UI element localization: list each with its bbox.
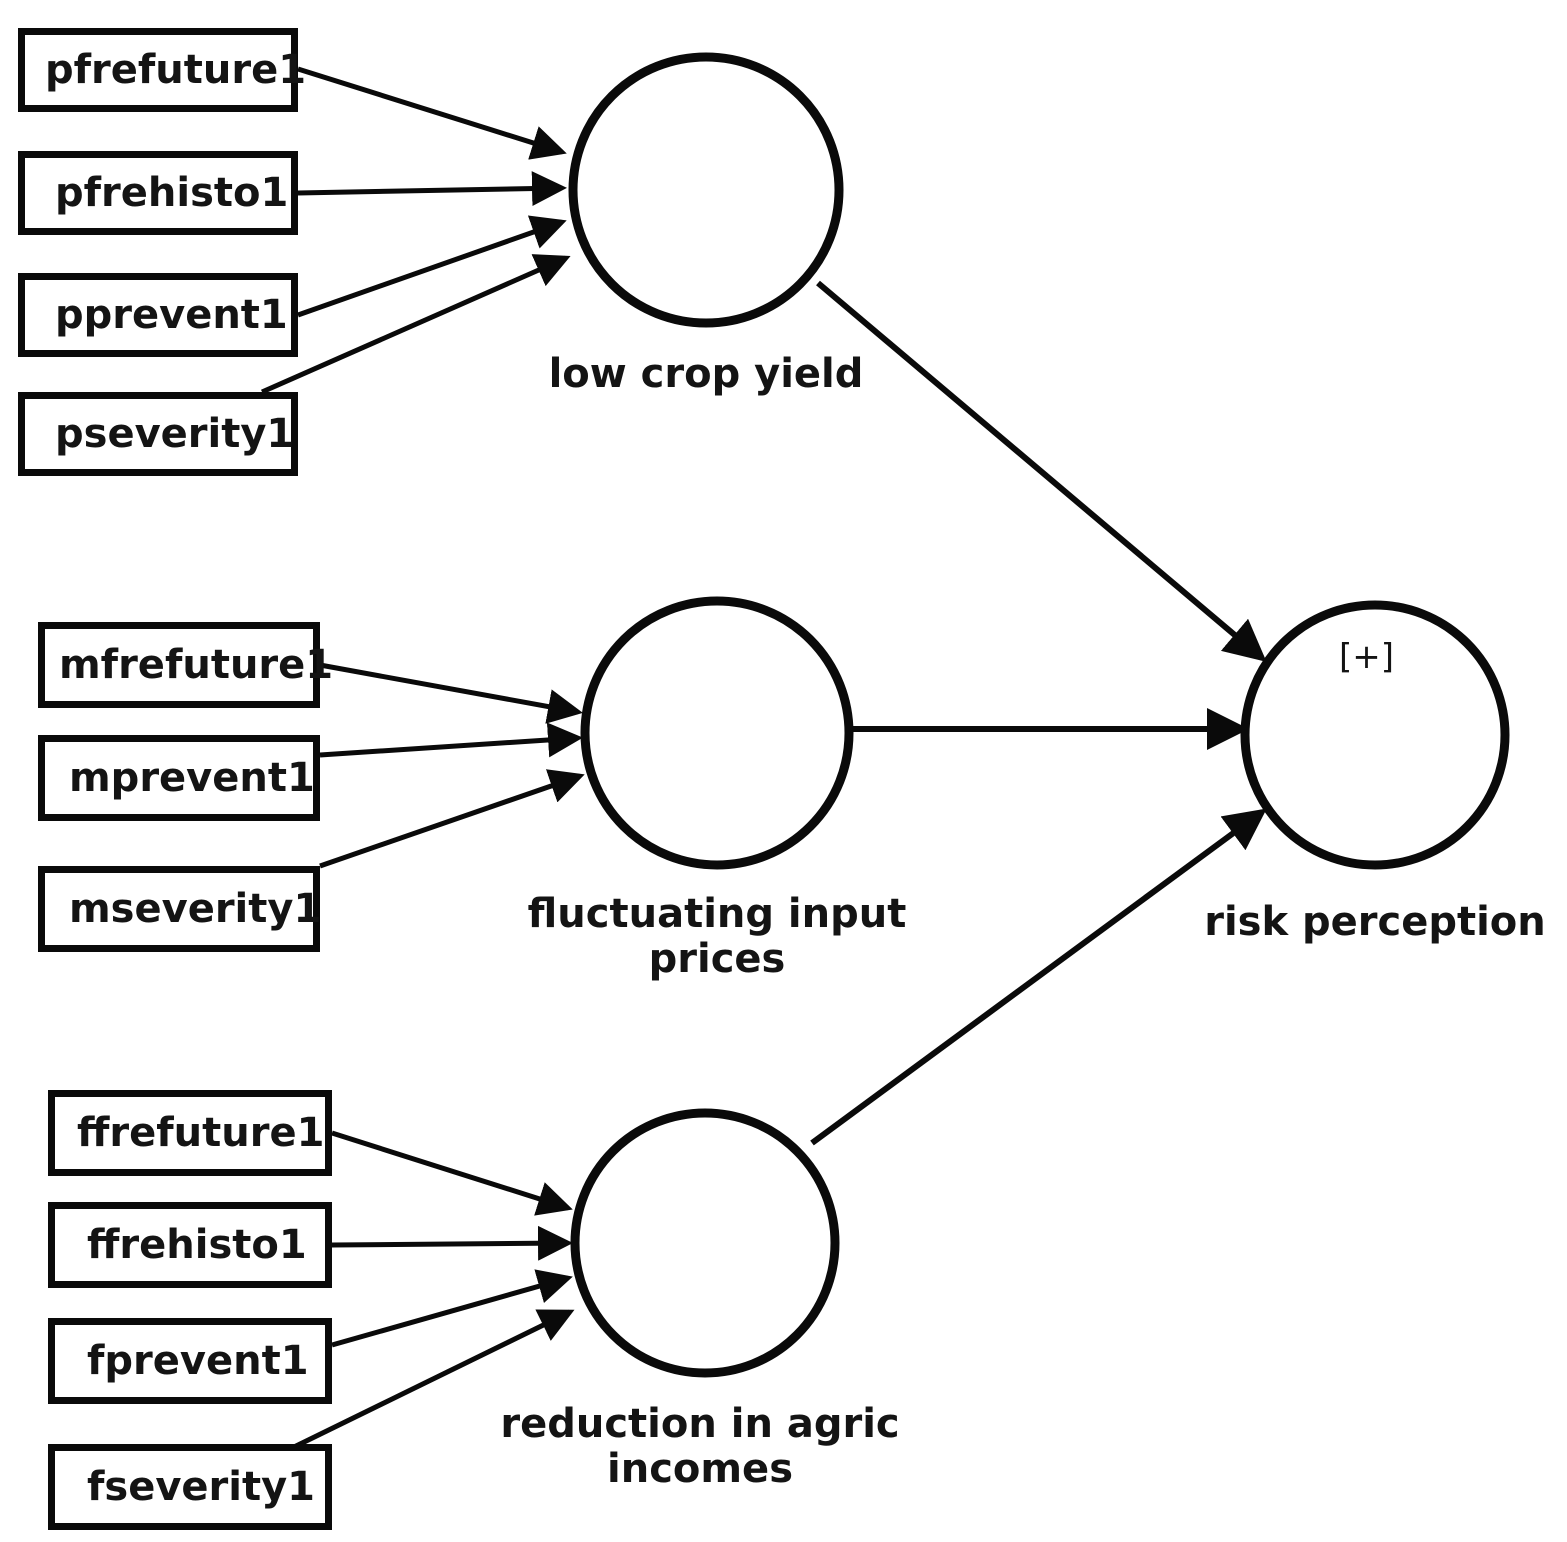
edge-pfrehisto1-to-low-crop-yield (297, 171, 567, 207)
indicator-label-mseverity1: mseverity1 (69, 886, 322, 932)
construct-label-line: fluctuating input (527, 891, 907, 937)
indicator-label-ffrefuture1: ffrefuture1 (77, 1110, 325, 1156)
edge-pprevent1-to-low-crop-yield (297, 215, 567, 318)
construct-label-line: reduction in agric (500, 1401, 900, 1447)
edge-fseverity1-to-reduction-in-agric-incomes (292, 1309, 575, 1450)
indicator-box-fprevent1[interactable]: fprevent1 (48, 1318, 332, 1404)
construct-circle-fluctuating-input-prices (580, 596, 854, 870)
construct-label-line: prices (648, 935, 786, 982)
edge-pseverity1-to-low-crop-yield (260, 254, 571, 395)
indicator-box-pfrehisto1[interactable]: pfrehisto1 (18, 151, 298, 235)
indicator-box-mprevent1[interactable]: mprevent1 (38, 735, 320, 821)
indicator-label-pseverity1: pseverity1 (55, 411, 295, 457)
construct-label-line: incomes (607, 1445, 793, 1492)
edge-reduction-in-agric-incomes-to-risk-perception (810, 808, 1267, 1146)
edge-low-crop-yield-to-risk-perception (816, 280, 1267, 662)
indicator-label-pfrehisto1: pfrehisto1 (55, 170, 289, 216)
indicator-label-mprevent1: mprevent1 (69, 755, 315, 801)
edge-fprevent1-to-reduction-in-agric-incomes (331, 1269, 573, 1348)
edge-ffrefuture1-to-reduction-in-agric-incomes (331, 1130, 573, 1216)
construct-label-line: low crop yield (548, 351, 864, 397)
indicator-label-mfrefuture1: mfrefuture1 (59, 642, 334, 688)
indicator-label-ffrehisto1: ffrehisto1 (87, 1222, 307, 1268)
edge-ffrehisto1-to-reduction-in-agric-incomes (331, 1225, 573, 1261)
construct-label-line: risk perception (1204, 899, 1546, 945)
indicator-label-fseverity1: fseverity1 (87, 1464, 316, 1510)
indicator-box-pseverity1[interactable]: pseverity1 (18, 392, 298, 476)
indicator-box-ffrefuture1[interactable]: ffrefuture1 (48, 1090, 332, 1176)
construct-label-low-crop-yield: low crop yield (506, 352, 906, 397)
indicator-box-fseverity1[interactable]: fseverity1 (48, 1444, 332, 1530)
indicator-box-mfrefuture1[interactable]: mfrefuture1 (38, 622, 333, 708)
indicator-label-pfrefuture1: pfrefuture1 (45, 47, 307, 93)
edge-mseverity1-to-fluctuating-input-prices (319, 769, 585, 869)
construct-label-fluctuating-input-prices: fluctuating input prices (497, 892, 937, 982)
indicator-label-pprevent1: pprevent1 (55, 292, 288, 338)
construct-circle-low-crop-yield (568, 52, 844, 328)
edge-mfrefuture1-to-fluctuating-input-prices (319, 662, 583, 724)
indicator-box-pprevent1[interactable]: pprevent1 (18, 273, 298, 357)
construct-label-risk-perception: risk perception (1175, 900, 1567, 945)
indicator-box-ffrehisto1[interactable]: ffrehisto1 (48, 1202, 332, 1288)
risk-perception-sign-label: [+] (1339, 637, 1395, 677)
indicator-box-mseverity1[interactable]: mseverity1 (38, 866, 322, 952)
indicator-label-fprevent1: fprevent1 (87, 1338, 309, 1384)
indicator-box-pfrefuture1[interactable]: pfrefuture1 (18, 28, 306, 112)
construct-label-reduction-in-agric-incomes: reduction in agric incomes (465, 1402, 935, 1492)
construct-circle-reduction-in-agric-incomes (570, 1108, 840, 1378)
edge-pfrefuture1-to-low-crop-yield (297, 66, 567, 160)
edge-mprevent1-to-fluctuating-input-prices (319, 722, 583, 758)
